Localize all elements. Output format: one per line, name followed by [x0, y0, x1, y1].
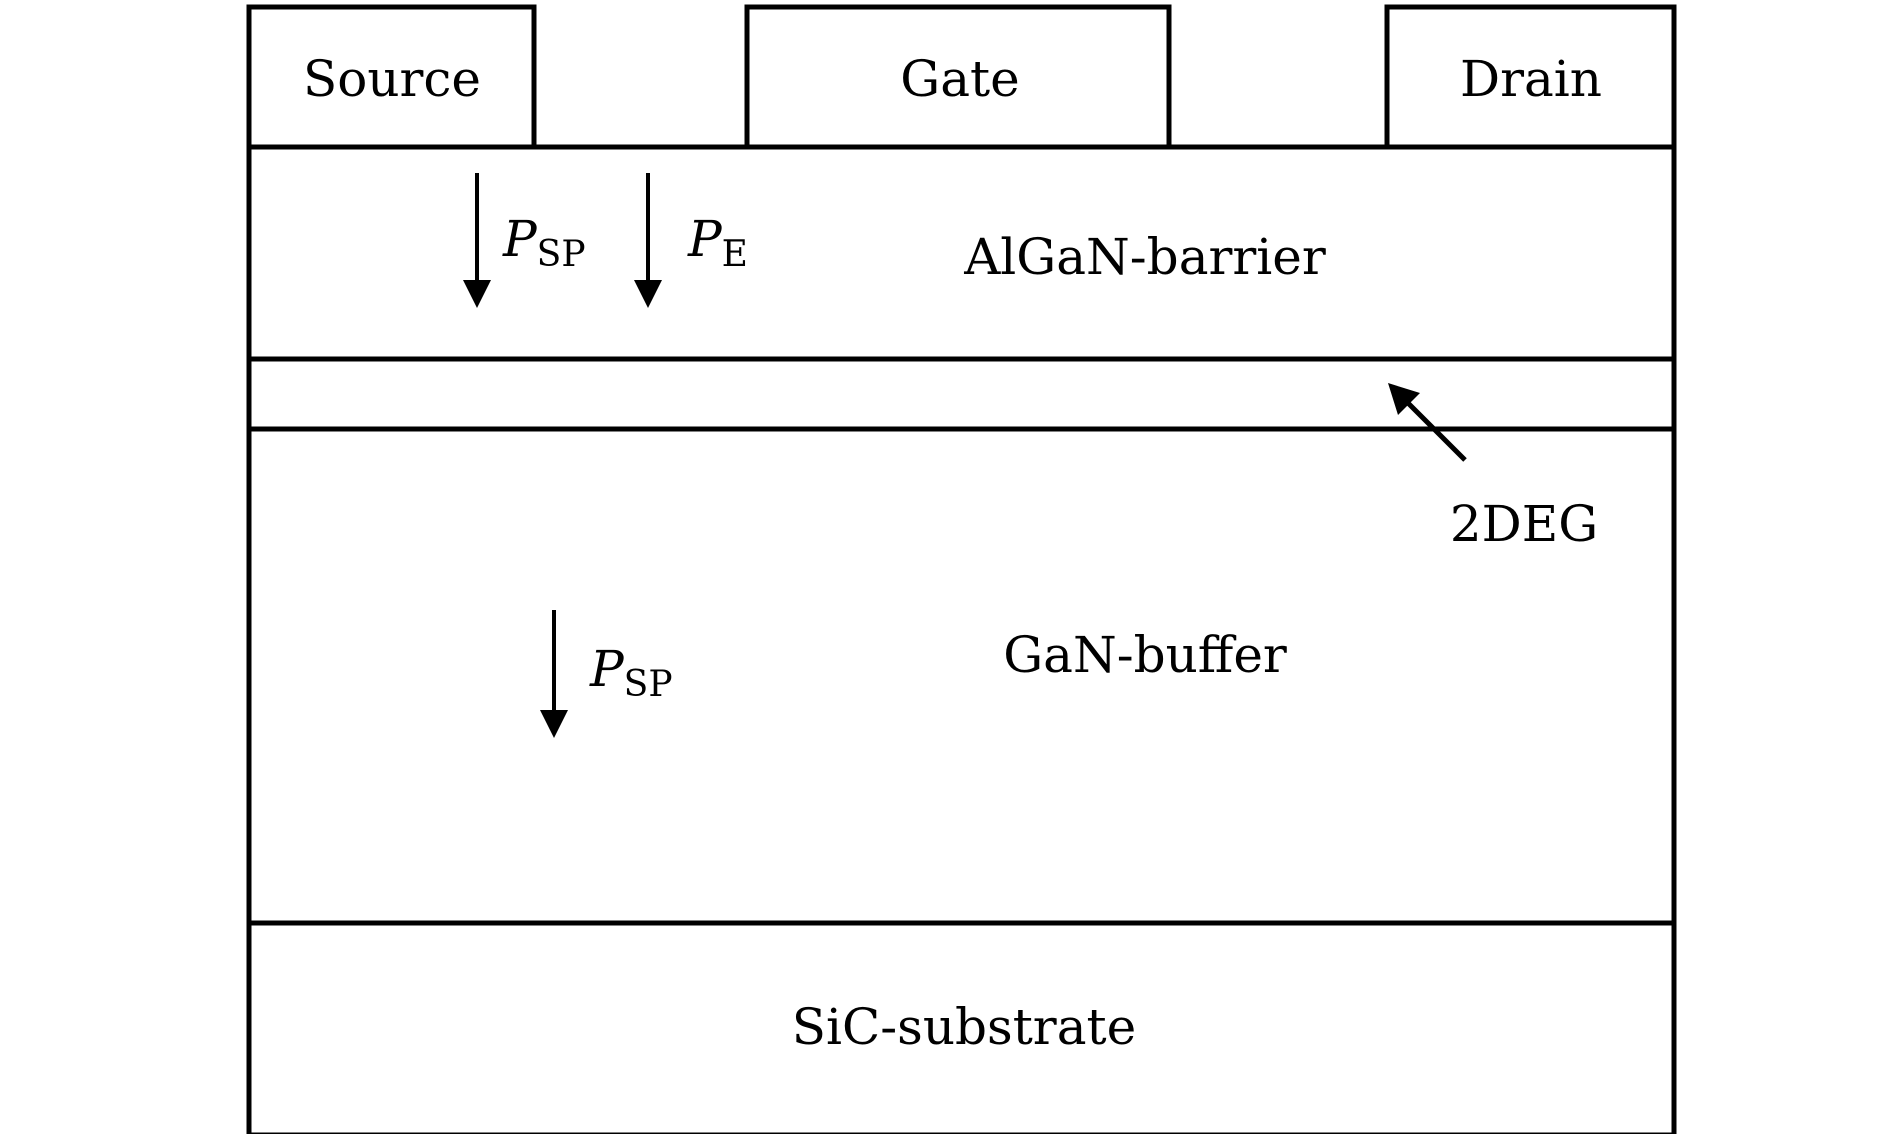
source-label: Source	[303, 50, 481, 108]
pe-barrier-arrow	[634, 173, 662, 308]
gan-buffer-label: GaN-buffer	[1003, 626, 1287, 684]
psp-barrier-label: PSP	[502, 210, 586, 275]
sic-substrate-layer	[246, 920, 1677, 1134]
algan-barrier-label: AlGaN-barrier	[963, 228, 1326, 286]
pe-barrier-label: PE	[687, 210, 748, 275]
2deg-label: 2DEG	[1450, 495, 1598, 553]
gate-label: Gate	[900, 50, 1019, 108]
2deg-pointer-arrow	[1388, 383, 1467, 462]
psp-barrier-arrow	[463, 173, 491, 308]
psp-buffer-arrow	[540, 610, 568, 738]
drain-label: Drain	[1460, 50, 1602, 108]
sic-substrate-label: SiC-substrate	[792, 998, 1136, 1056]
psp-buffer-label: PSP	[589, 640, 673, 705]
2deg-layer	[246, 356, 1677, 432]
algan-barrier-layer	[246, 144, 1677, 362]
